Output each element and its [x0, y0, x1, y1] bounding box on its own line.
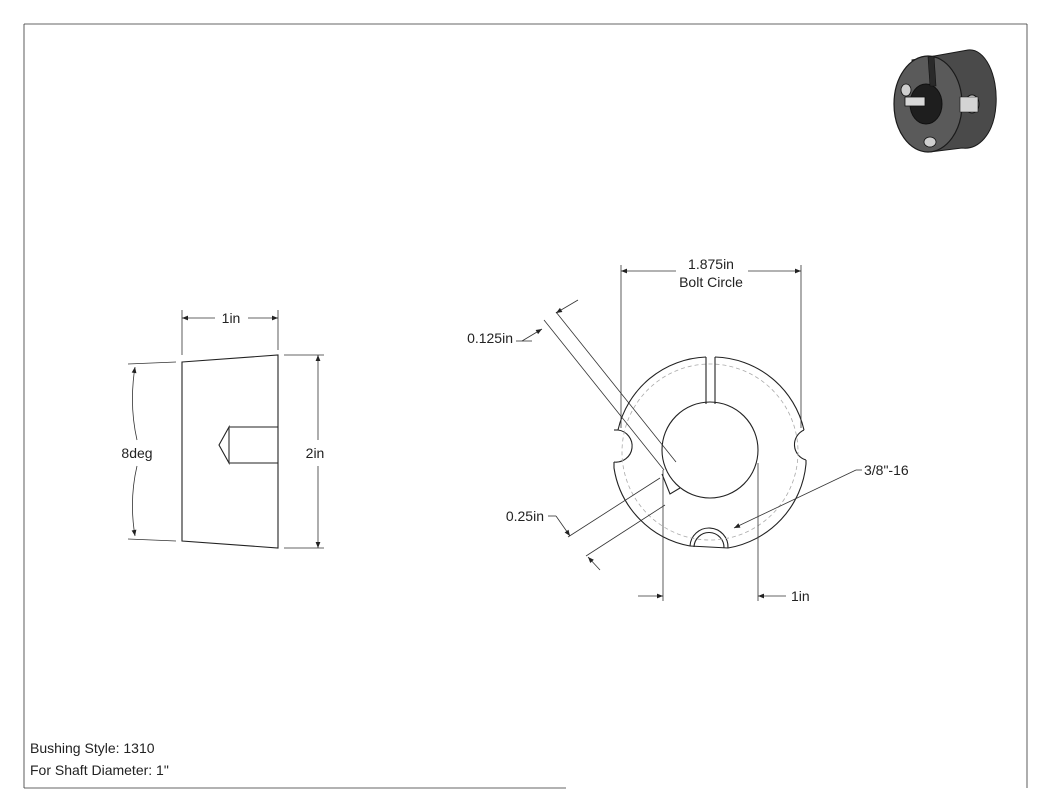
- front-view-outline: [613, 356, 807, 549]
- bolt-circle-value: 1.875in: [688, 256, 734, 272]
- side-height-label: 2in: [306, 445, 325, 461]
- shaft-diameter-note: For Shaft Diameter: 1": [30, 762, 169, 778]
- bushing-3d-icon: [893, 49, 997, 153]
- front-view-bore: [661, 401, 759, 499]
- thread-label: 3/8"-16: [864, 462, 909, 478]
- bolt-circle-caption: Bolt Circle: [679, 274, 743, 290]
- side-view-bore: [218, 424, 278, 466]
- side-angle-label: 8deg: [121, 445, 152, 461]
- side-view: [127, 310, 324, 549]
- bore-label: 1in: [791, 588, 810, 604]
- key-label: 0.25in: [506, 508, 544, 524]
- bolt-circle-hidden: [621, 363, 799, 541]
- bushing-style-note: Bushing Style: 1310: [30, 740, 155, 756]
- sheet-border: [23, 23, 1028, 789]
- gap-label: 0.125in: [467, 330, 513, 346]
- side-width-label: 1in: [222, 310, 241, 326]
- front-view: [516, 265, 862, 601]
- side-view-outline: [181, 354, 279, 549]
